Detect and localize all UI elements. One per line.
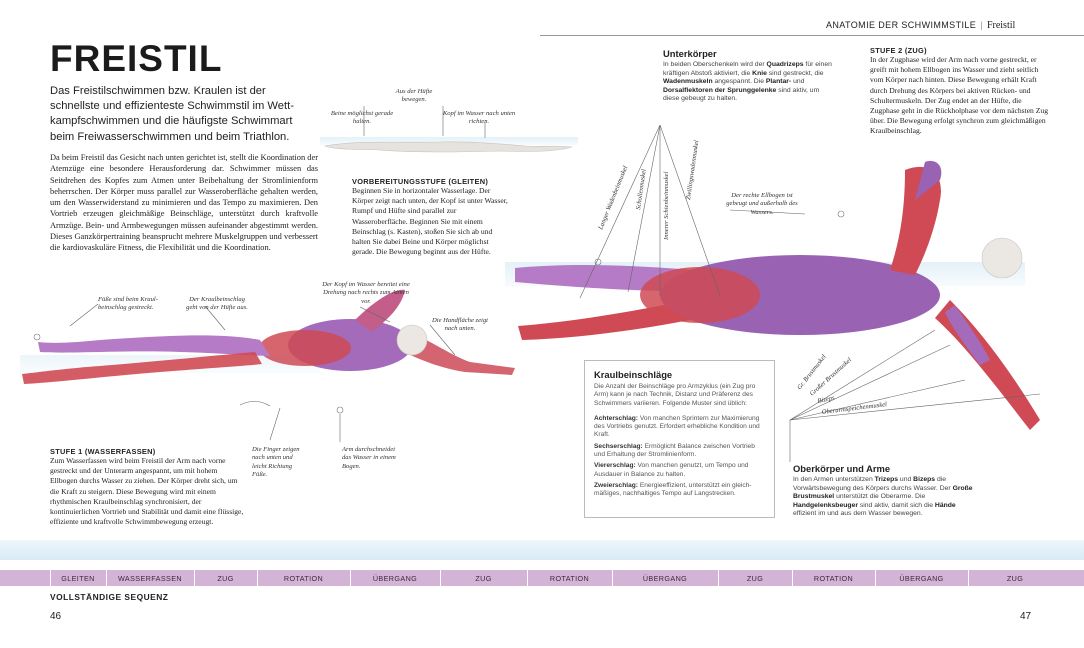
body-paragraph: Da beim Freistil das Gesicht nach unten … <box>50 153 318 253</box>
header-section: ANATOMIE DER SCHWIMMSTILE <box>826 20 977 30</box>
muscle-label-wade: Langer Wadenbeinmuskel <box>597 165 629 232</box>
sequence-phase: ZUG <box>1006 573 1024 583</box>
kraul-item: Achterschlag: Von manchen Sprintern zur … <box>594 414 760 439</box>
page-number-right: 47 <box>1020 611 1032 622</box>
vorbereitung-text: Beginnen Sie in horizontaler Wasserlage.… <box>352 186 508 257</box>
note-beine-gerade: Beine möglichst gerade halten. <box>330 110 394 126</box>
glide-swimmer-figure <box>320 137 578 153</box>
sequence-water-strip <box>0 540 1084 560</box>
sequence-phase: ZUG <box>746 573 764 583</box>
unterkoerper-title: Unterkörper <box>663 48 717 59</box>
kraul-box-title: Kraulbeinschläge <box>594 369 673 380</box>
phase-divider <box>257 570 258 586</box>
muscle-label-zwilling: Zwillingswadenmuskel <box>685 140 700 201</box>
unterkoerper-block: Unterkörper In beiden Oberschenkeln wird… <box>663 48 837 104</box>
sequence-phase: ÜBERGANG <box>372 573 418 583</box>
unterkoerper-text: In beiden Oberschenkeln wird der Quadriz… <box>663 61 832 103</box>
kraul-item: Zweierschlag: Energieeffizient, unterstü… <box>594 481 752 498</box>
vorbereitung-title: VORBEREITUNGSSTUFE (GLEITEN) <box>352 177 489 186</box>
note-kraulbeinschlag: Der Kraul­beinschlag geht von der Hüfte … <box>186 296 248 312</box>
oberkoerper-title: Oberkörper und Arme <box>793 463 891 474</box>
muscle-label-lines <box>69 106 1041 462</box>
phase-divider <box>792 570 793 586</box>
page-number-left: 46 <box>50 611 62 622</box>
stufe2-title: STUFE 2 (ZUG) <box>870 46 927 55</box>
phase-divider <box>350 570 351 586</box>
oberkoerper-text: In den Armen unterstützen Trizeps und Bi… <box>793 476 973 518</box>
oberkoerper-block: Oberkörper und Arme In den Armen unterst… <box>793 463 973 519</box>
note-huefte: Aus der Hüfte bewegen. <box>395 88 433 104</box>
sequence-phase: ÜBERGANG <box>899 573 944 583</box>
phase-divider <box>527 570 528 586</box>
note-kopf-drehung: Der Kopf im Wasser bereitet eine Drehung… <box>322 281 410 305</box>
kraul-box-intro: Die Anzahl der Beinschläge pro Armzyklus… <box>594 383 756 407</box>
stufe1-block: STUFE 1 (WASSERFASSEN) Zum Wasserfassen … <box>50 447 246 527</box>
swimmer-stage1-figure <box>20 289 515 414</box>
sequence-phase: ÜBERGANG <box>642 573 688 583</box>
sequence-phase: ZUG <box>475 573 492 583</box>
muscle-label-schienbein: Innerer Schienbeinmuskel <box>663 171 670 241</box>
note-arm-bogen: Arm durchschneidet das Wasser in einem B… <box>342 446 396 470</box>
intro-paragraph: Das Freistilschwimmen bzw. Kraulen ist d… <box>50 85 294 143</box>
phase-divider <box>50 570 51 586</box>
kraul-item: Viererschlag: Von manchen genutzt, um Te… <box>594 462 749 478</box>
header-chapter: Freistil <box>986 20 1016 31</box>
stufe2-block: STUFE 2 (ZUG) In der Zugphase wird der A… <box>870 46 1050 137</box>
sequence-phase: ROTATION <box>549 573 590 583</box>
phase-divider <box>440 570 441 586</box>
sequence-phase: GLEITEN <box>61 573 95 583</box>
sequence-phase: ROTATION <box>283 573 324 583</box>
stufe1-title: STUFE 1 (WASSERFASSEN) <box>50 447 156 456</box>
stufe1-text: Zum Wasserfassen wird beim Freistil der … <box>50 456 244 527</box>
phase-divider <box>612 570 613 586</box>
note-ellbogen: Der rechte Ellbogen ist gebeugt und auße… <box>726 192 798 216</box>
phase-divider <box>968 570 969 586</box>
phase-divider <box>106 570 107 586</box>
page-title: FREISTIL <box>50 38 223 79</box>
swimmer-stage2-figure <box>505 160 1040 430</box>
note-finger: Die Finger zeigen nach unten und leicht … <box>252 446 300 479</box>
stufe2-text: In der Zugphase wird der Arm nach vorne … <box>870 55 1048 136</box>
note-handflaeche: Die Handfläche zeigt nach unten. <box>431 317 489 333</box>
muscle-label-bizeps: Bizeps <box>817 394 836 405</box>
kraulbeinschlaege-box: Kraulbeinschläge Die Anzahl der Beinschl… <box>584 360 775 518</box>
phase-divider <box>718 570 719 586</box>
sequence-phase: WASSERFASSEN <box>117 573 183 583</box>
running-header: ANATOMIE DER SCHWIMMSTILE|Freistil <box>826 20 1016 31</box>
phase-divider <box>194 570 195 586</box>
vorbereitung-block: VORBEREITUNGSSTUFE (GLEITEN) Beginnen Si… <box>352 177 508 257</box>
sequence-phase: ZUG <box>217 573 234 583</box>
phase-divider <box>875 570 876 586</box>
note-kopf-unten: Kopf im Wasser nach unten richten. <box>442 110 516 126</box>
sequence-label: VOLLSTÄNDIGE SEQUENZ <box>50 592 169 602</box>
header-rule <box>540 35 1084 36</box>
kraul-item: Sechserschlag: Ermöglicht Balance zwisch… <box>594 442 755 459</box>
note-fuesse: Füße sind beim Kraul­beinschlag gestreck… <box>98 296 158 312</box>
sequence-phase: ROTATION <box>813 573 854 583</box>
sequence-phase-bar <box>0 570 1084 586</box>
muscle-label-oberarm: Oberarmspeichenmuskel <box>821 401 887 416</box>
